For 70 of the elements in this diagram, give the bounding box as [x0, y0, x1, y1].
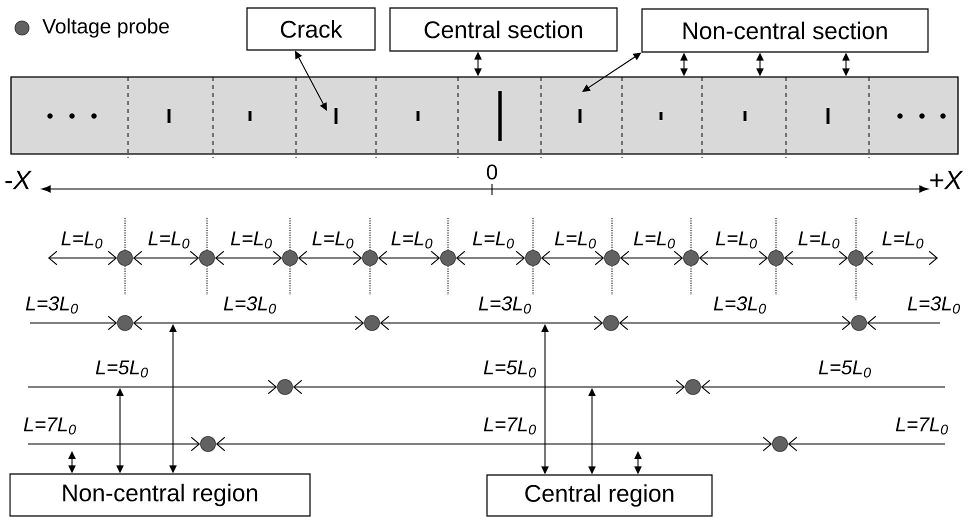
voltage-probe [525, 250, 541, 266]
edge-label: L=L$_{0}$ [148, 231, 190, 249]
edge-label: L=7L$_{0}$ [24, 417, 76, 435]
voltage-probe [851, 315, 867, 331]
specimen-strip [10, 76, 959, 155]
edge-label: L=5L$_{0}$ [484, 360, 536, 378]
arrow [378, 250, 440, 266]
edge-label: L=3L$_{0}$ [26, 296, 78, 314]
voltage-probe [683, 250, 699, 266]
arrow [132, 250, 200, 266]
label-box: Non-central section [641, 8, 929, 53]
arrow [618, 316, 852, 330]
voltage-probe [364, 315, 380, 331]
arrow [132, 316, 364, 330]
edge-label: L=L$_{0}$ [472, 231, 514, 249]
voltage-probe [603, 315, 619, 331]
label-box: Central region [486, 474, 713, 517]
edge-label: L=5L$_{0}$ [96, 360, 148, 378]
arrow [214, 250, 282, 266]
arrow [788, 436, 945, 452]
label-box: Central section [389, 7, 618, 52]
edge-label: L=L$_{0}$ [882, 231, 924, 249]
label-box: Non-central region [9, 473, 311, 517]
edge-label: L=7L$_{0}$ [896, 417, 948, 435]
edge-label: L=3L$_{0}$ [224, 296, 276, 314]
arrow [456, 250, 526, 266]
voltage-probe [277, 379, 293, 395]
edge-label: L=7L$_{0}$ [484, 417, 536, 435]
arrow [30, 316, 118, 330]
voltage-probe [199, 250, 215, 266]
edge-label: L=L$_{0}$ [312, 231, 354, 249]
voltage-probe [848, 250, 864, 266]
axis-label: -X [5, 170, 32, 190]
arrow [48, 250, 118, 266]
voltage-probe [117, 315, 133, 331]
arrow [700, 380, 945, 394]
edge-label: L=L$_{0}$ [391, 231, 432, 249]
voltage-probe [362, 250, 378, 266]
edge-label: L=L$_{0}$ [634, 231, 675, 249]
edge-label: L=L$_{0}$ [230, 231, 272, 249]
voltage-probe [282, 250, 298, 266]
voltage-probe [440, 250, 456, 266]
edge-label: L=3L$_{0}$ [714, 296, 766, 314]
edge-label: L=3L$_{0}$ [478, 296, 531, 314]
arrow [540, 250, 604, 266]
label-box: Crack [246, 7, 376, 51]
edge-label: L=L$_{0}$ [554, 231, 596, 249]
arrow [216, 436, 772, 452]
arrow [380, 316, 604, 330]
voltage-probe [685, 379, 701, 395]
edge-label: L=5L$_{0}$ [818, 360, 871, 378]
voltage-probe [604, 250, 620, 266]
arrow [28, 380, 278, 394]
edge-label: L=L$_{0}$ [61, 231, 102, 249]
arrow [866, 316, 940, 330]
arrow [698, 250, 768, 266]
arrow [864, 250, 938, 266]
voltage-probe [768, 250, 784, 266]
edge-label: L=L$_{0}$ [716, 231, 757, 249]
arrow [620, 250, 684, 266]
arrow [784, 250, 848, 266]
arrow [298, 250, 362, 266]
voltage-probe [772, 436, 788, 452]
voltage-probe [200, 436, 216, 452]
arrow [28, 436, 200, 452]
arrow [292, 380, 686, 394]
edge-label: L=L$_{0}$ [798, 231, 840, 249]
legend-text: Voltage probe [42, 18, 169, 38]
edge-label: L=3L$_{0}$ [908, 296, 960, 314]
voltage-probe [117, 250, 133, 266]
